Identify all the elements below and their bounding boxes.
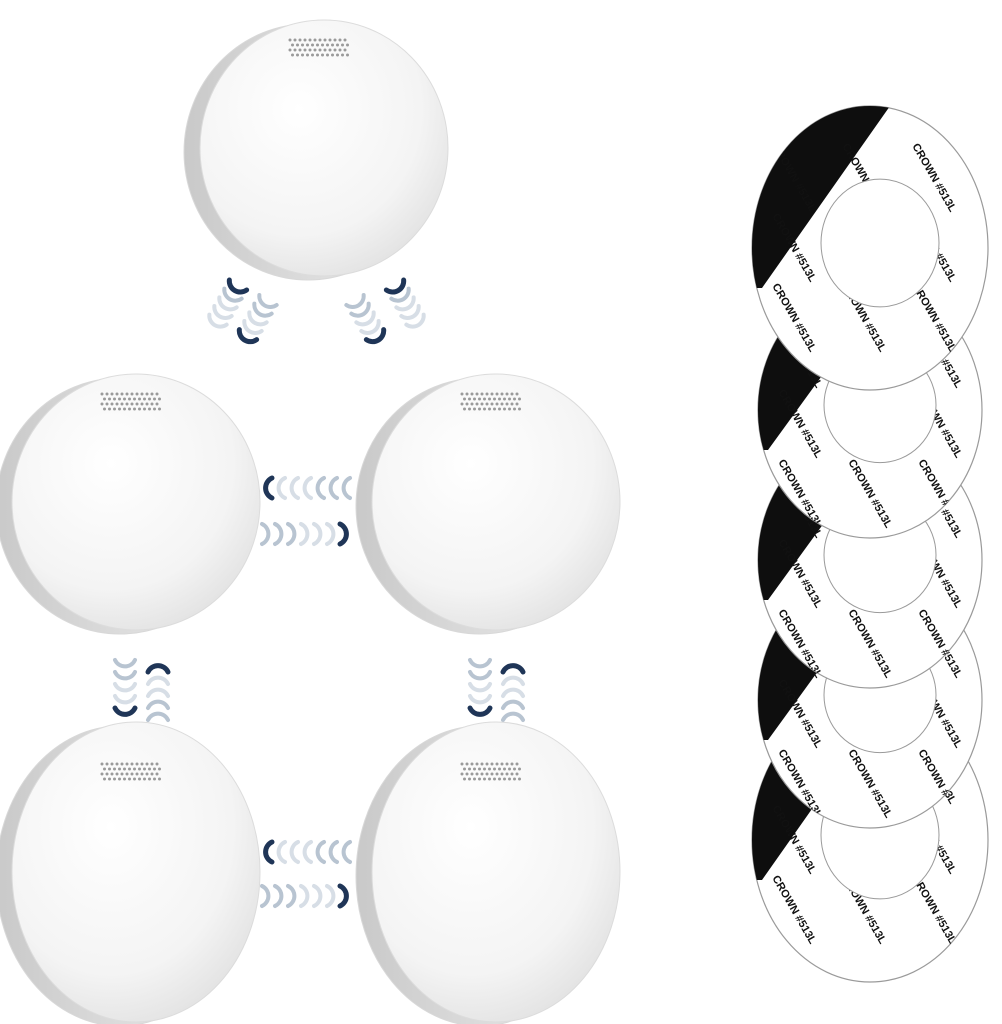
wireless-signal-icon bbox=[383, 277, 426, 329]
wireless-signal-icon bbox=[467, 658, 493, 717]
wireless-signal-icon bbox=[145, 663, 171, 722]
smoke-detector-icon bbox=[355, 721, 621, 1024]
wireless-signal-icon bbox=[344, 293, 387, 345]
wireless-signal-icon bbox=[263, 839, 352, 865]
wireless-signal-icon bbox=[260, 883, 349, 909]
smoke-detector-icon bbox=[183, 19, 449, 281]
wireless-signals bbox=[112, 277, 526, 909]
wireless-signal-icon bbox=[236, 293, 279, 345]
smoke-detectors bbox=[0, 19, 621, 1024]
smoke-detector-icon bbox=[0, 373, 261, 635]
smoke-detector-icon bbox=[0, 721, 261, 1024]
wireless-signal-icon bbox=[263, 475, 352, 501]
wireless-signal-icon bbox=[207, 277, 250, 329]
smoke-detector-icon bbox=[355, 373, 621, 635]
wireless-signal-icon bbox=[112, 658, 138, 717]
wireless-signal-icon bbox=[500, 663, 526, 722]
wireless-signal-icon bbox=[260, 521, 349, 547]
